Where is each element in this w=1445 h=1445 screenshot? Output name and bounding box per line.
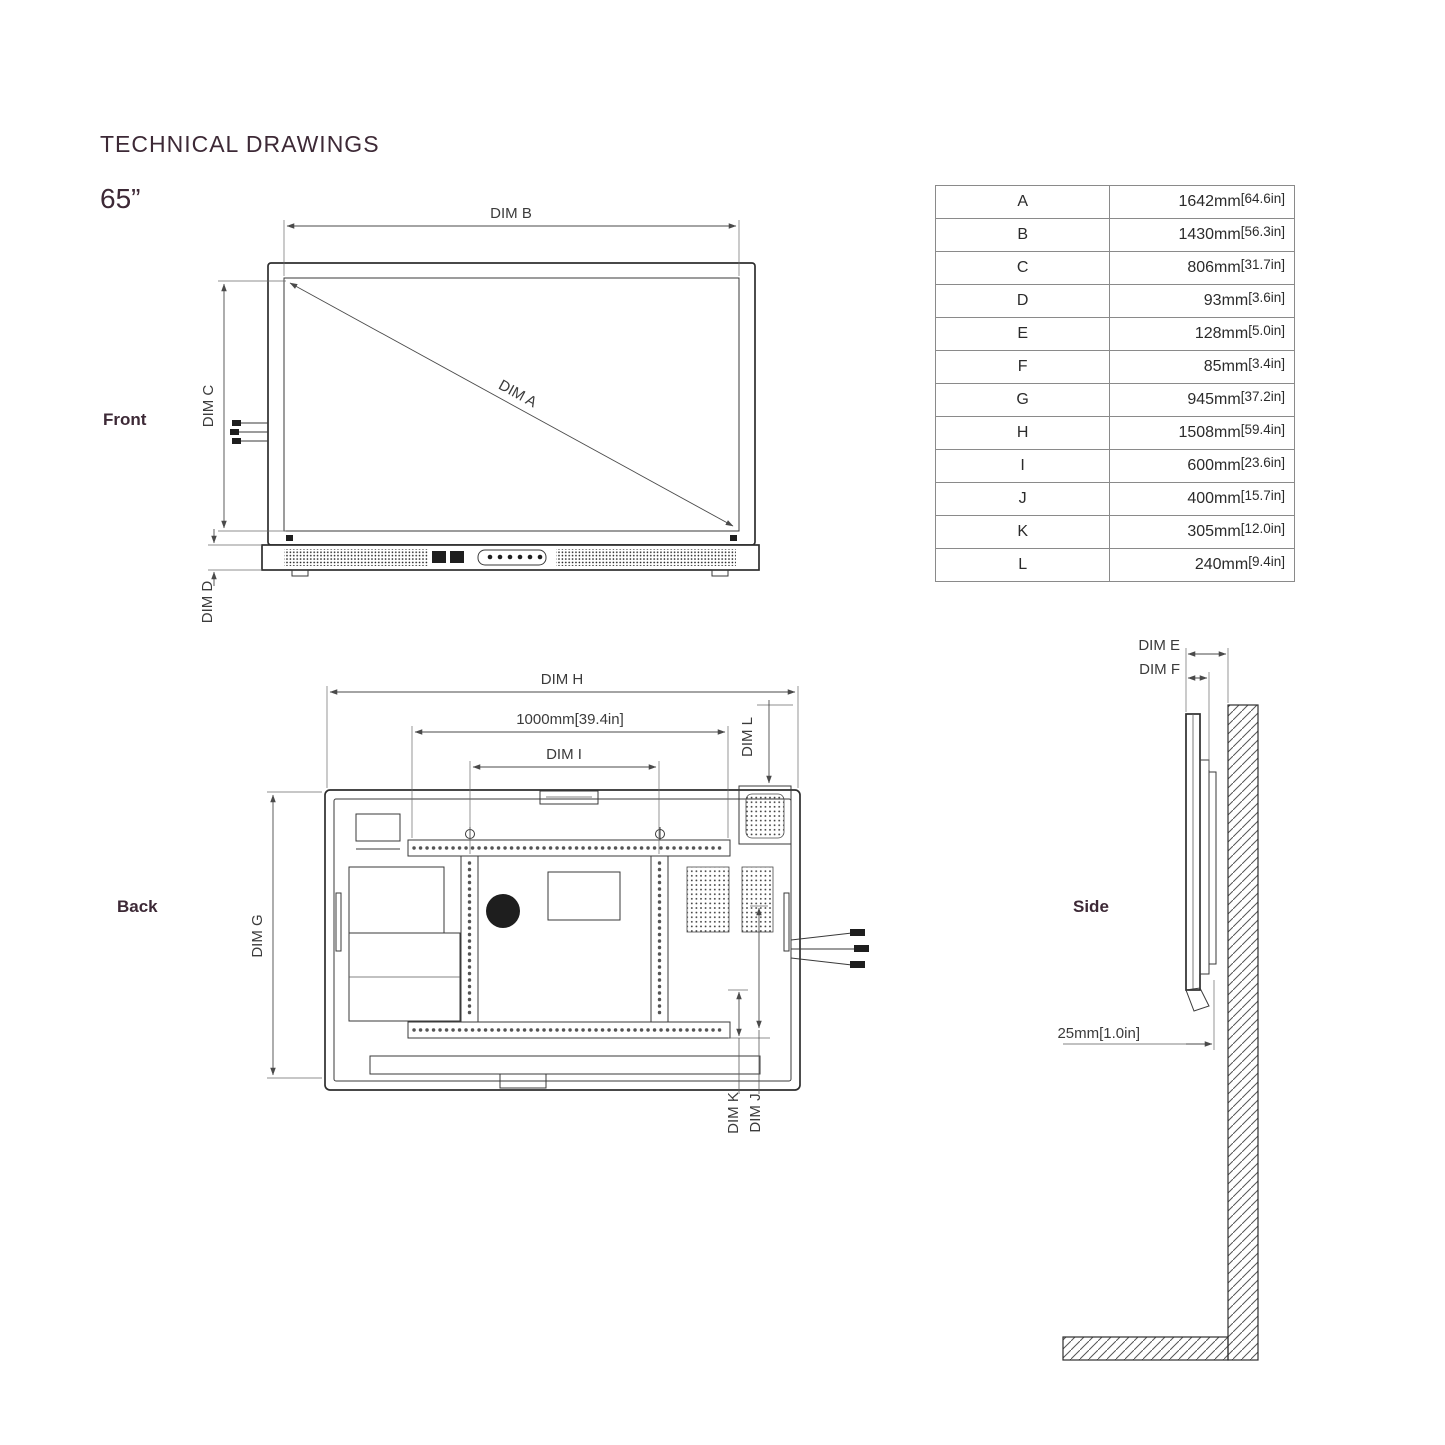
table-row: L 240mm[9.4in] bbox=[934, 548, 1295, 582]
side-view-label: Side bbox=[1073, 897, 1109, 916]
dim-value: 1642mm[64.6in] bbox=[1109, 185, 1295, 219]
back-dim-1000-label: 1000mm[39.4in] bbox=[516, 711, 624, 728]
dim-value: 806mm[31.7in] bbox=[1109, 251, 1295, 285]
back-speaker-grille-2 bbox=[741, 866, 774, 933]
dim-letter: A bbox=[934, 185, 1111, 219]
dim-letter: K bbox=[934, 515, 1111, 549]
dim-letter: H bbox=[934, 416, 1111, 450]
dim-value: 1508mm[59.4in] bbox=[1109, 416, 1295, 450]
vesa-rail-left bbox=[460, 855, 479, 1023]
back-dim-l-label: DIM L bbox=[739, 717, 756, 757]
dim-value: 400mm[15.7in] bbox=[1109, 482, 1295, 516]
dim-value: 1430mm[56.3in] bbox=[1109, 218, 1295, 252]
table-row: F 85mm[3.4in] bbox=[934, 350, 1295, 384]
front-screen-outline bbox=[283, 277, 740, 532]
back-view-drawing: DIM H 1000mm[39.4in] DIM I DIM L DIM G bbox=[249, 671, 869, 1134]
table-row: I 600mm[23.6in] bbox=[934, 449, 1295, 483]
back-cable-hole bbox=[486, 894, 520, 928]
dim-value: 85mm[3.4in] bbox=[1109, 350, 1295, 384]
dim-letter: J bbox=[934, 482, 1111, 516]
dim-value: 305mm[12.0in] bbox=[1109, 515, 1295, 549]
back-top-handle bbox=[539, 790, 599, 805]
front-dim-b-label: DIM B bbox=[490, 205, 532, 222]
vesa-rail-bottom bbox=[407, 1021, 731, 1039]
dim-letter: B bbox=[934, 218, 1111, 252]
side-wall-plate bbox=[1208, 771, 1217, 965]
table-row: D 93mm[3.6in] bbox=[934, 284, 1295, 318]
table-row: K 305mm[12.0in] bbox=[934, 515, 1295, 549]
side-dim-e-label: DIM E bbox=[1138, 637, 1180, 654]
back-label-plate bbox=[355, 813, 401, 842]
dim-letter: L bbox=[934, 548, 1111, 582]
table-row: G 945mm[37.2in] bbox=[934, 383, 1295, 417]
table-row: H 1508mm[59.4in] bbox=[934, 416, 1295, 450]
side-bottom-foot bbox=[1185, 987, 1210, 1012]
dim-letter: I bbox=[934, 449, 1111, 483]
dim-value: 240mm[9.4in] bbox=[1109, 548, 1295, 582]
front-dim-d-label: DIM D bbox=[199, 581, 216, 624]
dim-letter: F bbox=[934, 350, 1111, 384]
back-top-right-module bbox=[738, 785, 792, 845]
back-bottom-strip bbox=[369, 1055, 761, 1075]
dim-letter: D bbox=[934, 284, 1111, 318]
back-dim-i-label: DIM I bbox=[546, 746, 582, 763]
back-dim-g-label: DIM G bbox=[249, 914, 266, 957]
table-row: E 128mm[5.0in] bbox=[934, 317, 1295, 351]
back-cables bbox=[790, 929, 869, 968]
back-bottom-tab bbox=[499, 1073, 547, 1089]
screen-size-label: 65” bbox=[100, 183, 141, 214]
front-view-drawing: DIM B DIM C DIM A bbox=[199, 205, 760, 624]
back-dim-j-label: DIM J bbox=[747, 1093, 764, 1132]
dim-letter: E bbox=[934, 317, 1111, 351]
back-view-label: Back bbox=[117, 897, 158, 916]
dim-letter: C bbox=[934, 251, 1111, 285]
dim-letter: G bbox=[934, 383, 1111, 417]
side-mount-bracket bbox=[1199, 759, 1210, 975]
page-title: TECHNICAL DRAWINGS bbox=[100, 131, 380, 157]
vesa-rail-top bbox=[407, 839, 731, 857]
wall-section bbox=[1227, 704, 1259, 1361]
front-cables bbox=[230, 420, 268, 444]
table-row: B 1430mm[56.3in] bbox=[934, 218, 1295, 252]
table-row: J 400mm[15.7in] bbox=[934, 482, 1295, 516]
front-view-label: Front bbox=[103, 410, 147, 429]
back-speaker-grille-1 bbox=[686, 866, 730, 933]
side-view-drawing: DIM E DIM F 25mm[1.0in] bbox=[1057, 637, 1259, 1361]
side-dim-f-label: DIM F bbox=[1139, 661, 1180, 678]
back-dim-h-label: DIM H bbox=[541, 671, 584, 688]
back-connector-panel bbox=[547, 871, 621, 921]
dim-value: 600mm[23.6in] bbox=[1109, 449, 1295, 483]
back-panel-outline bbox=[324, 789, 801, 1091]
front-speaker-bar bbox=[261, 544, 760, 577]
dimension-table: A 1642mm[64.6in] B 1430mm[56.3in] C 806m… bbox=[934, 185, 1295, 582]
front-dim-c-label: DIM C bbox=[200, 385, 217, 428]
dim-value: 93mm[3.6in] bbox=[1109, 284, 1295, 318]
table-row: C 806mm[31.7in] bbox=[934, 251, 1295, 285]
table-row: A 1642mm[64.6in] bbox=[934, 185, 1295, 219]
vesa-rail-right bbox=[650, 855, 669, 1023]
dim-value: 128mm[5.0in] bbox=[1109, 317, 1295, 351]
side-dim-25-label: 25mm[1.0in] bbox=[1057, 1025, 1140, 1042]
back-dim-k-label: DIM K bbox=[725, 1092, 742, 1134]
front-control-panel bbox=[477, 549, 547, 566]
floor-section bbox=[1062, 1336, 1229, 1361]
dim-value: 945mm[37.2in] bbox=[1109, 383, 1295, 417]
